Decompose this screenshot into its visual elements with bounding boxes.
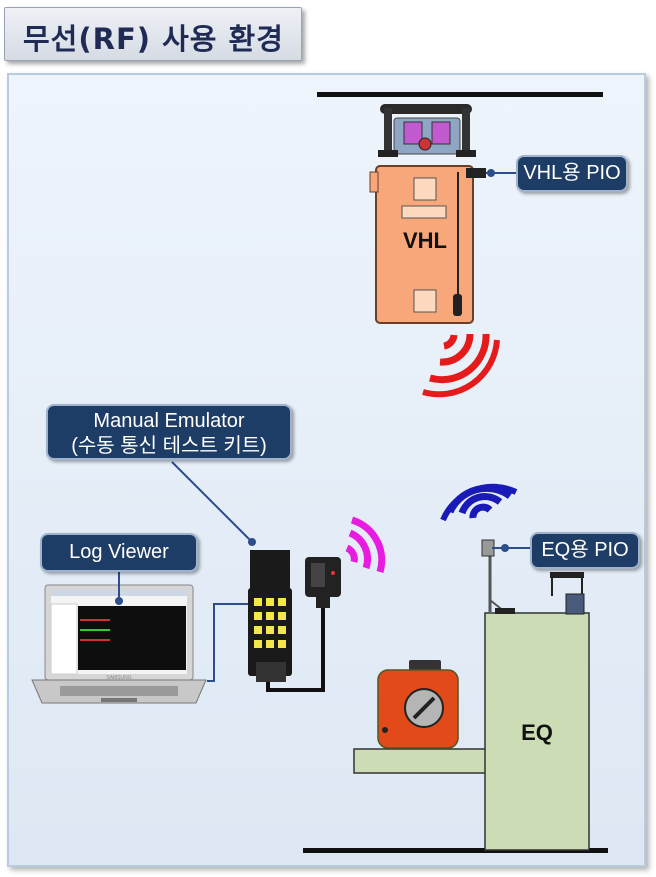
floor-line [303,848,608,853]
manual-emulator-label: Manual Emulator [93,410,245,432]
rf-wave-icon [345,516,386,573]
top-rail [317,92,603,97]
vhl-pio-callout: VHL용 PIO [516,155,628,192]
eq-body [484,612,590,851]
svg-text:SAMSUNG: SAMSUNG [106,675,131,681]
manual-emulator-callout: Manual Emulator (수동 통신 테스트 키트) [46,404,292,460]
vhl-label: VHL [403,228,447,253]
log-viewer-callout: Log Viewer [40,533,198,572]
emulator-device-icon [248,550,341,692]
eq-pio-callout: EQ용 PIO [530,532,640,569]
gauge-dial-icon [377,660,459,749]
vhl-pio-label: VHL용 PIO [523,162,621,184]
title-banner: 무선(RF) 사용 환경 [4,7,302,61]
pio-sensor-icon [481,539,585,615]
eq-label: EQ [521,720,553,745]
log-viewer-label: Log Viewer [69,541,169,563]
rf-wave-icon [422,333,500,398]
manual-emulator-sublabel: (수동 통신 테스트 키트) [71,435,267,457]
page-title: 무선(RF) 사용 환경 [23,22,284,56]
pio-sensor-icon [466,168,486,178]
laptop-icon: SAMSUNG [31,584,207,704]
eq-shelf [353,748,489,774]
vhl-vehicle-icon [369,104,476,324]
eq-pio-label: EQ용 PIO [541,539,629,561]
rf-wave-icon [440,483,518,522]
